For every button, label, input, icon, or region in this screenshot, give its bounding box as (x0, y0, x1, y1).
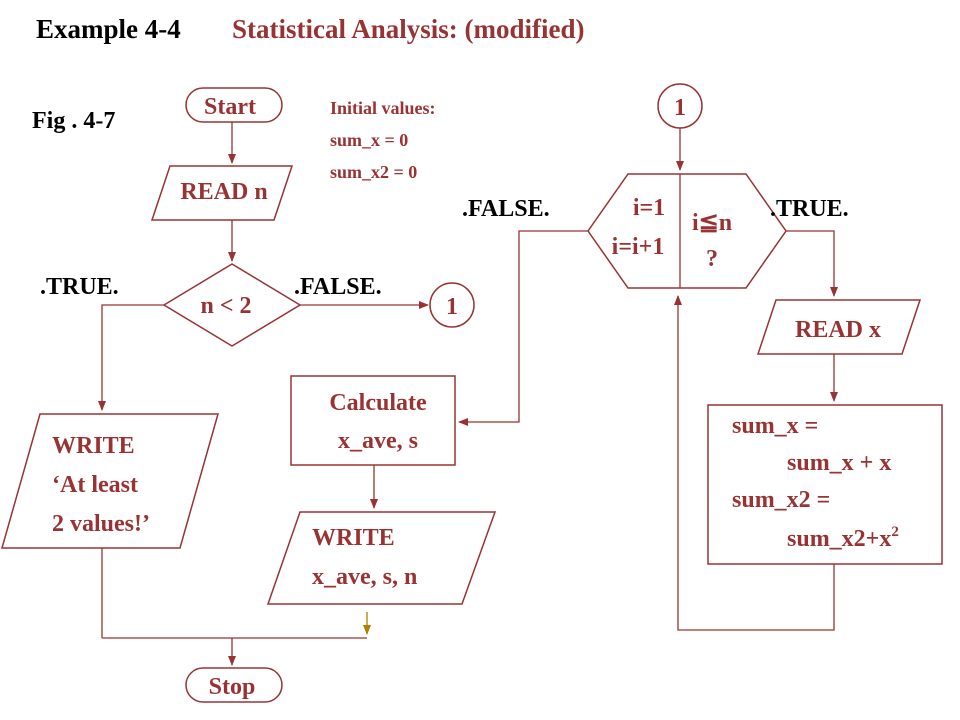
loop-hexagon (587, 173, 787, 289)
calc-line1: Calculate (329, 390, 427, 416)
page-title: Statistical Analysis: (modified) (232, 14, 585, 44)
example-number: Example 4-4 (36, 14, 181, 44)
sum-line4-base: sum_x2+x (787, 526, 891, 552)
flow-loop-true-read (786, 230, 838, 297)
sum-line1: sum_x = (732, 413, 818, 439)
init-heading: Initial values: (330, 98, 436, 118)
connector-1-left-label: 1 (446, 294, 458, 320)
calc-box (290, 375, 456, 466)
start-terminal (185, 87, 283, 123)
start-label: Start (204, 94, 256, 120)
stop-label: Stop (209, 674, 256, 700)
loop-false-label: .FALSE. (462, 196, 550, 222)
loop-true-label: .TRUE. (770, 196, 849, 222)
connector-1-left (429, 282, 475, 328)
init-sum-x: sum_x = 0 (330, 130, 408, 150)
sum-line4-exponent: 2 (891, 524, 899, 540)
write-warn-line3: 2 values!’ (52, 511, 150, 537)
cond-diamond (162, 263, 302, 347)
sum-line2: sum_x + x (787, 450, 891, 476)
write-out-line1: WRITE (312, 525, 395, 551)
read-x-label: READ x (795, 317, 881, 343)
calc-line2: x_ave, s (338, 428, 418, 454)
connector-1-right-label: 1 (674, 95, 686, 121)
read-n-box (150, 165, 294, 221)
read-n-label: READ n (180, 179, 267, 205)
flow-cond-warn (98, 304, 164, 411)
write-warn-line2: ‘At least (52, 472, 138, 498)
loop-test: i≦n (692, 210, 732, 236)
stop-terminal (185, 667, 283, 703)
true-label-left: .TRUE. (40, 274, 119, 300)
read-x-box (756, 299, 922, 355)
init-sum-x2: sum_x2 = 0 (330, 162, 417, 182)
write-warn-box (1, 413, 219, 549)
false-label-right: .FALSE. (294, 274, 382, 300)
flow-loop-false-calc (458, 230, 588, 426)
cond-label: n < 2 (200, 293, 251, 319)
write-out-box (266, 511, 497, 605)
write-out-line2: x_ave, s, n (312, 564, 417, 590)
figure-label: Fig . 4-7 (32, 108, 115, 134)
flow-loop-back (674, 295, 835, 631)
loop-init: i=1 (633, 195, 665, 221)
write-warn-line1: WRITE (52, 433, 135, 459)
loop-question: ? (706, 246, 718, 272)
sum-line3: sum_x2 = (732, 487, 830, 513)
sum-line4: sum_x2+x2 (787, 524, 899, 552)
loop-incr: i=i+1 (612, 234, 665, 260)
sum-box (707, 404, 943, 565)
